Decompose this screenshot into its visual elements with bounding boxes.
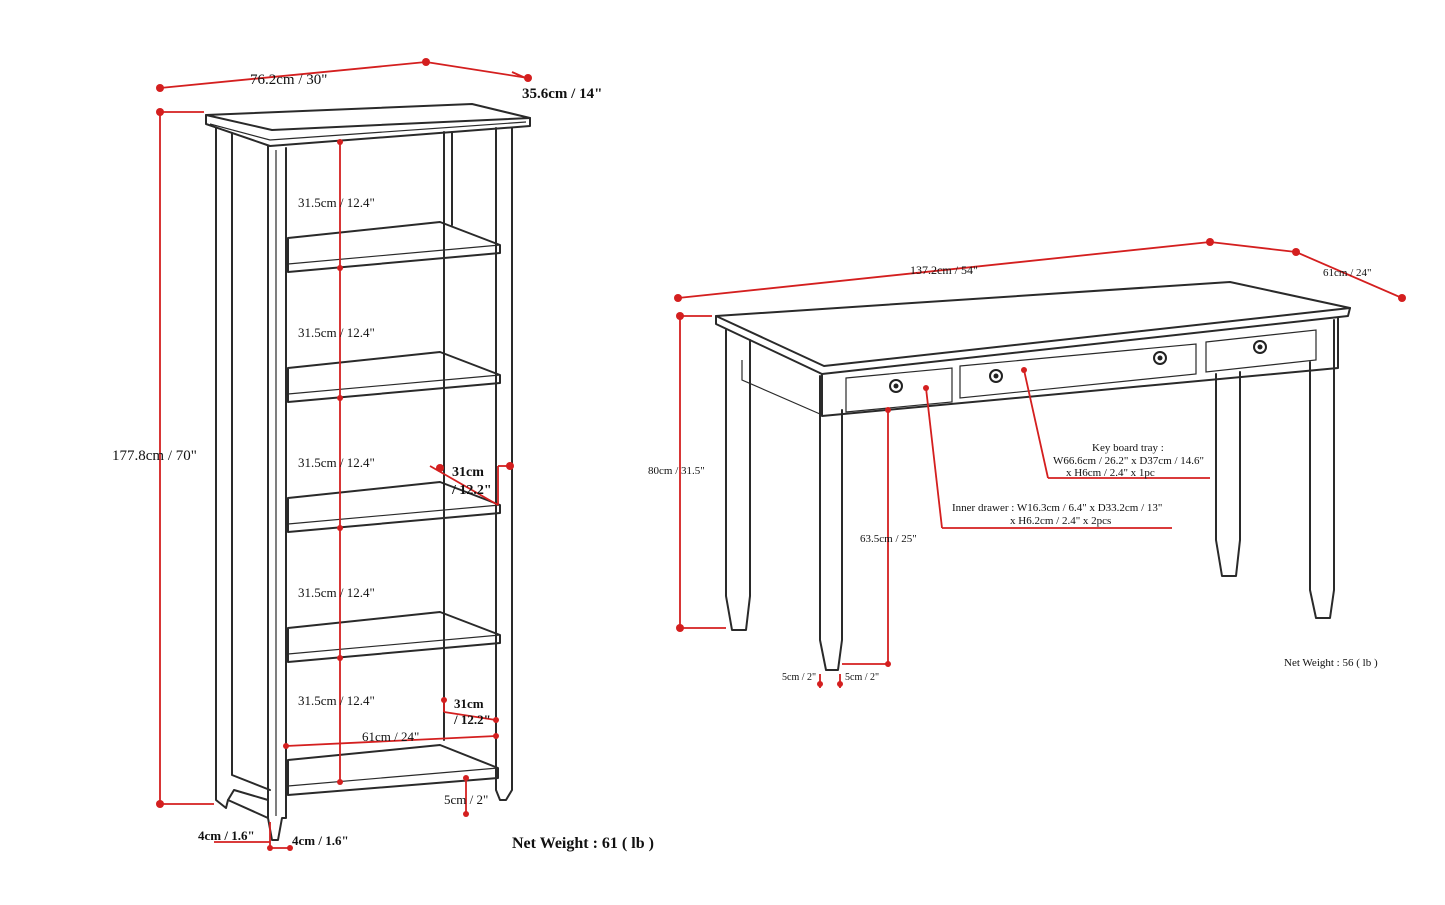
desk-back-right-leg (1215, 371, 1241, 577)
shelf-gap-label-4: 31.5cm / 12.4" (298, 585, 375, 600)
bookcase-net-weight: Net Weight : 61 ( lb ) (512, 835, 654, 852)
bookcase-drawing (205, 103, 531, 841)
desk-side-apron (741, 360, 821, 415)
desk-labels: 137.2cm / 54" 61cm / 24" 80cm / 31.5" 63… (648, 263, 1378, 683)
shelf-1 (287, 221, 501, 273)
shelf-3 (287, 481, 501, 533)
shelf-bottom (287, 744, 499, 796)
keyboard-tray-title: Key board tray : (1092, 442, 1164, 454)
bookcase-labels: 76.2cm / 30" 35.6cm / 14" 177.8cm / 70" … (112, 72, 654, 852)
bookcase-left-foot (227, 789, 269, 801)
bookcase-top-edge (205, 114, 531, 147)
desk-leg-label-b: 5cm / 2" (845, 672, 879, 683)
bookcase-front-left-stile (267, 145, 287, 841)
desk-dimensions (674, 238, 1406, 688)
desk-back-left-leg (725, 329, 751, 631)
inner-drawer-height: x H6.2cm / 2.4" x 2pcs (1010, 515, 1111, 527)
bookcase-leg-right-label: 4cm / 1.6" (292, 833, 349, 848)
shelf-depth-top-line1: 31cm (452, 465, 484, 480)
desk-depth-label: 61cm / 24" (1323, 267, 1372, 279)
desk-height-label: 80cm / 31.5" (648, 465, 705, 477)
shelf-depth-bottom-line1: 31cm (454, 696, 484, 711)
shelf-depth-top-line2: / 12.2" (451, 483, 492, 498)
desk-apron (821, 317, 1339, 417)
bookcase-height-label: 177.8cm / 70" (112, 448, 197, 464)
desk-drawing (715, 281, 1351, 671)
bookcase-left-side (215, 127, 269, 819)
shelf-bottom-edge (287, 767, 499, 787)
bookcase-dimensions (156, 58, 532, 851)
shelf-4-edge (287, 634, 501, 655)
bookcase-crown-molding (209, 121, 527, 141)
desk-net-weight: Net Weight : 56 ( lb ) (1284, 657, 1378, 669)
shelf-1-edge (287, 244, 501, 265)
bookcase-depth-label: 35.6cm / 14" (522, 86, 602, 102)
desk-knee-height-label: 63.5cm / 25" (860, 533, 917, 545)
shelf-4 (287, 611, 501, 663)
inner-drawer-dimensions: Inner drawer : W16.3cm / 6.4" x D33.2cm … (952, 502, 1162, 514)
shelf-gap-label-3: 31.5cm / 12.4" (298, 455, 375, 470)
bookcase-top (205, 103, 531, 131)
keyboard-tray-front (959, 343, 1197, 399)
keyboard-tray-dimensions: W66.6cm / 26.2" x D37cm / 14.6" (1053, 455, 1204, 467)
bookcase-leg-left-label: 4cm / 1.6" (198, 828, 255, 843)
bookcase-base-height-label: 5cm / 2" (444, 792, 488, 807)
bookcase-left-side-inner (231, 132, 271, 791)
shelf-2-edge (287, 374, 501, 395)
bookcase-width-label: 76.2cm / 30" (250, 72, 327, 88)
bookcase-shelves (287, 221, 501, 796)
drawer-right (1205, 329, 1317, 373)
desk-top (715, 281, 1351, 367)
keyboard-tray-height: x H6cm / 2.4" x 1pc (1066, 467, 1155, 479)
drawer-left (845, 367, 953, 413)
shelf-gap-label-5: 31.5cm / 12.4" (298, 693, 375, 708)
shelf-2 (287, 351, 501, 403)
desk-front-left-leg (819, 375, 843, 671)
desk-leg-label-a: 5cm / 2" (782, 672, 816, 683)
bookcase-inner-width-label: 61cm / 24" (362, 729, 419, 744)
desk-width-label: 137.2cm / 54" (910, 263, 978, 277)
shelf-gap-label-1: 31.5cm / 12.4" (298, 195, 375, 210)
bookcase-front-right-stile (495, 127, 513, 801)
shelf-gap-label-2: 31.5cm / 12.4" (298, 325, 375, 340)
shelf-3-edge (287, 504, 501, 525)
shelf-depth-bottom-line2: / 12.2" (453, 712, 491, 727)
desk-front-right-leg (1309, 319, 1335, 619)
